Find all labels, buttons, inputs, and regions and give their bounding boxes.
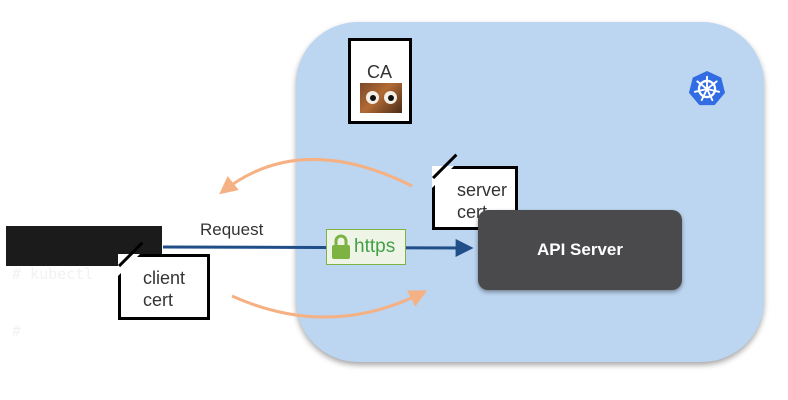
terminal-line-2: # bbox=[12, 322, 22, 340]
terminal-line-1: # kubectl bbox=[12, 265, 94, 283]
request-arrow bbox=[162, 238, 474, 257]
ca-image-icon bbox=[360, 83, 402, 113]
response-arrow bbox=[219, 157, 413, 195]
https-badge: https bbox=[326, 229, 406, 265]
api-server-label: API Server bbox=[537, 240, 623, 259]
https-label: https bbox=[354, 236, 396, 257]
client-cert-label: client cert bbox=[143, 268, 186, 310]
kubernetes-logo-icon bbox=[688, 70, 726, 106]
client-cert-arrow bbox=[231, 290, 428, 319]
padlock-icon bbox=[332, 234, 350, 259]
client-cert-document: client cert bbox=[118, 241, 210, 320]
ca-label: CA bbox=[367, 62, 393, 82]
ca-document: CA bbox=[348, 38, 412, 124]
request-label: Request bbox=[200, 220, 264, 239]
api-server-box: API Server bbox=[478, 210, 682, 290]
server-cert-document: server cert bbox=[432, 153, 518, 230]
